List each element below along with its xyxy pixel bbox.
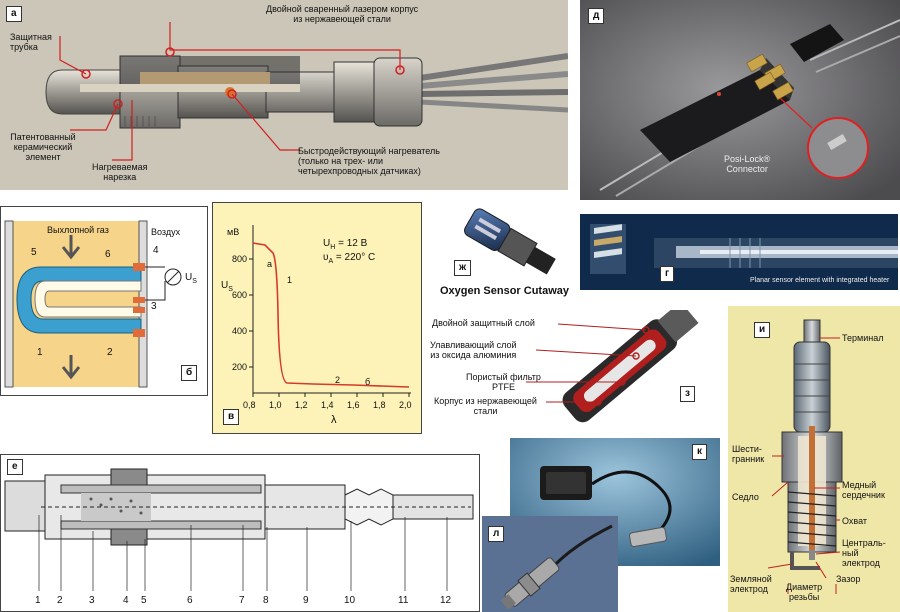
panel-zh-cutaway-photo: ж Oxygen Sensor Cutaway xyxy=(432,194,572,306)
label-sheath: Охват xyxy=(842,516,868,526)
label-exhaust-gas: Выхлопной газ xyxy=(47,225,109,235)
x-tick-3: 1,4 xyxy=(321,400,334,410)
drawing-num-10: 10 xyxy=(344,595,356,606)
drawing-num-9: 9 xyxy=(303,595,309,606)
planar-element-illustration xyxy=(580,214,898,290)
sensor-layers-illustration xyxy=(526,310,699,423)
callout-3: 3 xyxy=(151,301,157,312)
x-axis-label: λ xyxy=(331,414,337,426)
panel-zh-tag: ж xyxy=(454,260,472,276)
drawing-num-3: 3 xyxy=(89,595,95,606)
label-terminal: Терминал xyxy=(842,333,884,343)
curve-label-1: 1 xyxy=(287,275,293,285)
callout-5: 5 xyxy=(31,247,37,258)
label-center-electrode: Централь- ный электрод xyxy=(842,538,886,568)
panel-z-tag: з xyxy=(680,386,695,402)
label-fast-heater: Быстродействующий нагреватель (только на… xyxy=(298,146,440,176)
label-posi-lock-connector: Posi-Lock® Connector xyxy=(724,154,771,174)
y-tick-200: 200 xyxy=(231,362,247,372)
drawing-num-7: 7 xyxy=(239,595,245,606)
spark-plug-illustration xyxy=(767,319,843,594)
y-axis-label: US xyxy=(221,280,233,294)
curve-label-2: 2 xyxy=(335,375,341,385)
label-hex: Шести- гранник xyxy=(732,444,765,464)
panel-d-connector: д Posi-Lock® Connector xyxy=(580,0,900,200)
curve-label-b: б xyxy=(365,377,371,387)
label-seat: Седло xyxy=(732,492,759,502)
panel-a-sensor-cutaway: а Защитная трубка Двойной сваренный лазе… xyxy=(0,0,568,190)
panel-i-tag: и xyxy=(754,322,771,338)
label-ptfe-filter: Пористый фильтр PTFE xyxy=(466,372,541,392)
label-heated-thread: Нагреваемая нарезка xyxy=(92,162,148,182)
panel-z-layers: з Двойной защитный слой Улавливающий сло… xyxy=(426,310,716,430)
drawing-num-4: 4 xyxy=(123,595,129,606)
label-ground-electrode: Земляной электрод xyxy=(730,574,772,594)
sensor-schematic-svg xyxy=(4,220,182,388)
sensor-cutaway-illustration xyxy=(0,0,568,190)
param-va: υA = 220° С xyxy=(323,252,376,266)
sensor-drawing-svg xyxy=(4,468,474,591)
panel-d-tag: д xyxy=(588,8,605,24)
label-thread-diameter: Диаметр резьбы xyxy=(786,582,823,602)
drawing-num-8: 8 xyxy=(263,595,269,606)
panel-v-tag: в xyxy=(223,409,240,425)
drawing-num-6: 6 xyxy=(187,595,193,606)
y-units: мВ xyxy=(227,227,240,237)
panel-a-tag: а xyxy=(6,6,22,22)
panel-e-engineering-drawing: е 1 2 3 4 5 6 7 8 9 10 11 12 xyxy=(0,454,480,612)
panel-g-planar-element: г Planar sensor element with integrated … xyxy=(580,214,898,290)
oxygen-sensor-photo xyxy=(464,208,556,275)
panel-b-sensor-schematic: б Выхлопной газ Воздух US 5 6 4 3 1 2 xyxy=(0,206,208,396)
label-alumina-trap: Улавливающий слой из оксида алюминия xyxy=(430,340,517,360)
drawing-num-1: 1 xyxy=(35,595,41,606)
panel-k-tag: к xyxy=(692,444,708,460)
panel-b-tag: б xyxy=(181,365,198,381)
drawing-num-5: 5 xyxy=(141,595,147,606)
panel-k-nox-sensor-photo: к xyxy=(510,438,720,566)
y-tick-800: 800 xyxy=(231,254,247,264)
panel-v-voltage-curve: в мВ US UH = 12 В υA = 220° С а 1 2 б 0,… xyxy=(212,202,422,434)
label-welded-case: Двойной сваренный лазером корпус из нерж… xyxy=(266,4,419,24)
connector-illustration xyxy=(580,0,900,200)
label-air: Воздух xyxy=(151,227,181,237)
planar-caption: Planar sensor element with integrated he… xyxy=(750,277,890,284)
label-copper-core: Медный сердечник xyxy=(842,480,885,500)
x-tick-2: 1,2 xyxy=(295,400,308,410)
x-tick-6: 2,0 xyxy=(399,400,412,410)
y-tick-600: 600 xyxy=(231,290,247,300)
drawing-num-2: 2 xyxy=(57,595,63,606)
lambda-sensor-photo xyxy=(482,516,618,612)
label-steel-case: Корпус из нержавеющей стали xyxy=(434,396,537,416)
panel-l-tag: л xyxy=(488,526,505,542)
x-tick-1: 1,0 xyxy=(269,400,282,410)
y-tick-400: 400 xyxy=(231,326,247,336)
label-protective-tube: Защитная трубка xyxy=(10,32,52,52)
panel-g-tag: г xyxy=(660,266,675,282)
panel-l-lambda-sensor-photo: л xyxy=(482,516,618,612)
x-tick-5: 1,8 xyxy=(373,400,386,410)
voltage-curve-svg xyxy=(249,225,411,397)
x-tick-4: 1,6 xyxy=(347,400,360,410)
label-ceramic-element: Патентованный керамический элемент xyxy=(10,132,76,162)
label-double-shield: Двойной защитный слой xyxy=(432,318,535,328)
drawing-num-11: 11 xyxy=(398,595,409,606)
callout-6: 6 xyxy=(105,249,111,260)
nox-sensor-photo xyxy=(510,438,720,566)
panel-i-spark-plug: и Терминал Шести- гранник Седло Медный с… xyxy=(728,306,900,612)
drawing-num-12: 12 xyxy=(440,595,452,606)
callout-4: 4 xyxy=(153,245,159,256)
callout-2: 2 xyxy=(107,347,113,358)
cutaway-title: Oxygen Sensor Cutaway xyxy=(440,285,569,297)
label-us: US xyxy=(185,272,197,286)
param-uh: UH = 12 В xyxy=(323,238,368,252)
panel-e-tag: е xyxy=(7,459,23,475)
callout-1: 1 xyxy=(37,347,43,358)
curve-label-a: а xyxy=(267,259,273,269)
x-tick-0: 0,8 xyxy=(243,400,256,410)
label-gap: Зазор xyxy=(836,574,861,584)
